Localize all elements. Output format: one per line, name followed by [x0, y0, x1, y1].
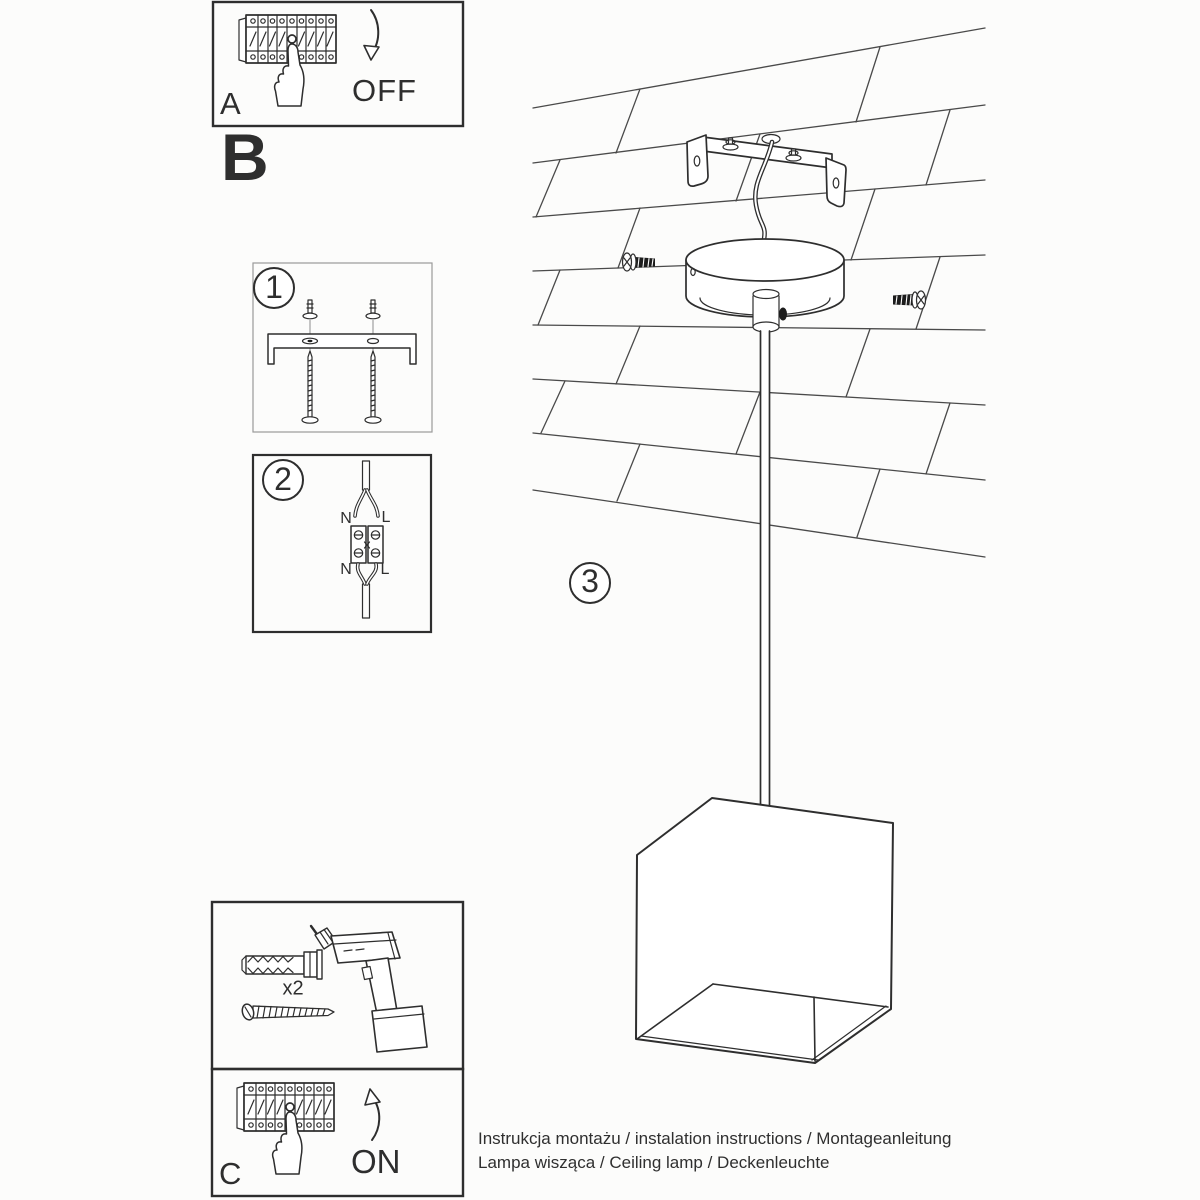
canopy-side-hole [690, 267, 696, 277]
tools-drawing [241, 924, 428, 1053]
set-screw [779, 307, 787, 321]
drill [309, 924, 428, 1053]
plug-count-label: x2 [282, 977, 304, 1000]
step-2-box [251, 453, 433, 634]
arrow-up-shaft [371, 1097, 381, 1141]
bracket-screw-right [785, 148, 802, 162]
step1-small-screw-right [365, 299, 381, 320]
bracket-screw-left [722, 137, 739, 151]
step-c-label: C [219, 1156, 242, 1191]
suspension-cord [759, 330, 771, 807]
arrow-down-head [363, 44, 380, 61]
cube-bottom-rim [640, 1005, 887, 1061]
wire-label-l-top: L [381, 509, 391, 526]
step-c-action-label: ON [351, 1143, 401, 1180]
step-1-box [252, 262, 433, 433]
step-3-number: 3 [581, 563, 599, 600]
mains-wire [753, 139, 775, 247]
arrow-up-head [364, 1088, 381, 1106]
step-1-number: 1 [265, 269, 283, 306]
frame-boxes [210, 0, 465, 1198]
strain-relief [752, 288, 787, 333]
step1-long-screw-right [364, 350, 382, 424]
step1-bracket [267, 333, 417, 365]
canopy [685, 238, 845, 333]
wall-plug [241, 949, 323, 980]
canopy-screw-right [893, 290, 927, 310]
cube-lamp [635, 797, 894, 1064]
step1-long-screw-left [301, 350, 319, 424]
mounting-bracket [686, 133, 847, 208]
wire-label-n-top: N [340, 510, 352, 527]
step-a-box [211, 0, 465, 128]
bracket-flange-right [825, 157, 847, 208]
wire-label-n-bottom: N [340, 561, 352, 578]
step-a-action-label: OFF [352, 73, 417, 108]
wire-label-l-bottom: L [380, 561, 390, 578]
step-a-drawing [238, 9, 380, 107]
wood-screw [241, 1003, 335, 1021]
step-c-box [210, 1067, 465, 1198]
step1-drawing [267, 299, 417, 424]
step2-drawing [350, 460, 384, 619]
plank-joints [535, 46, 951, 538]
step-a-label: A [220, 86, 241, 121]
step-markers [253, 267, 611, 604]
terminal-x-mark [363, 541, 371, 549]
step-c-drawing [236, 1082, 381, 1175]
bracket-flange-left [686, 134, 709, 187]
section-b-label: B [221, 120, 269, 194]
step-2-number: 2 [274, 461, 292, 498]
footer-product-line: Lampa wisząca / Ceiling lamp / Deckenleu… [478, 1153, 830, 1172]
canopy-screw-left [621, 252, 655, 272]
footer-title-line: Instrukcja montażu / instalation instruc… [478, 1129, 952, 1148]
step1-small-screw-left [302, 299, 318, 320]
